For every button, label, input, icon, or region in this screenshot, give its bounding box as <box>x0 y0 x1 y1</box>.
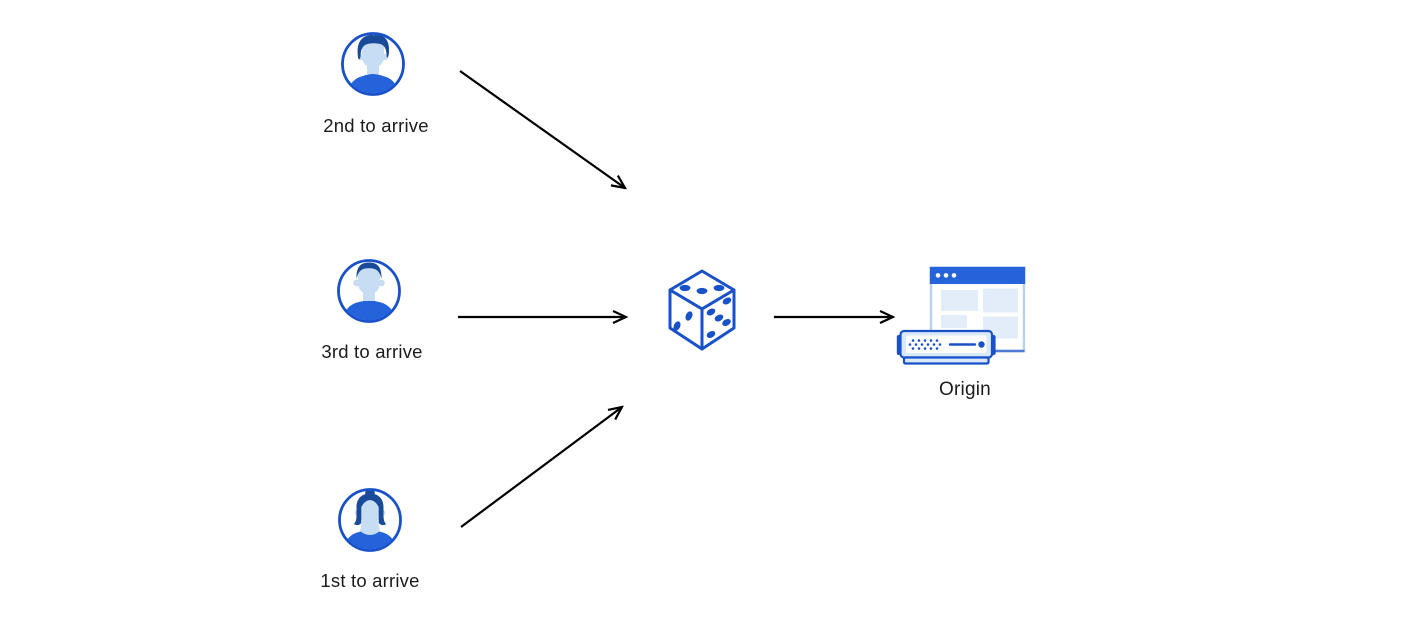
dice-icon <box>668 269 736 351</box>
client-node-2nd <box>340 31 406 102</box>
client-label-3rd: 3rd to arrive <box>321 341 423 362</box>
female-avatar-bun-icon <box>338 488 402 552</box>
arrow-client-1st-to-dice <box>460 407 622 528</box>
origin-server-browser-icon <box>896 266 1026 365</box>
male-avatar-swept-hair-icon <box>341 32 405 96</box>
arrow-client-2nd-to-dice <box>459 70 625 188</box>
client-node-3rd <box>336 258 402 329</box>
male-avatar-short-hair-icon <box>337 259 401 323</box>
client-label-2nd: 2nd to arrive <box>323 115 429 136</box>
client-node-1st <box>337 487 403 558</box>
dice-node <box>666 269 738 358</box>
client-label-1st: 1st to arrive <box>320 570 420 591</box>
server-icon <box>896 329 996 365</box>
origin-node <box>896 262 1028 371</box>
origin-label: Origin <box>939 379 991 400</box>
